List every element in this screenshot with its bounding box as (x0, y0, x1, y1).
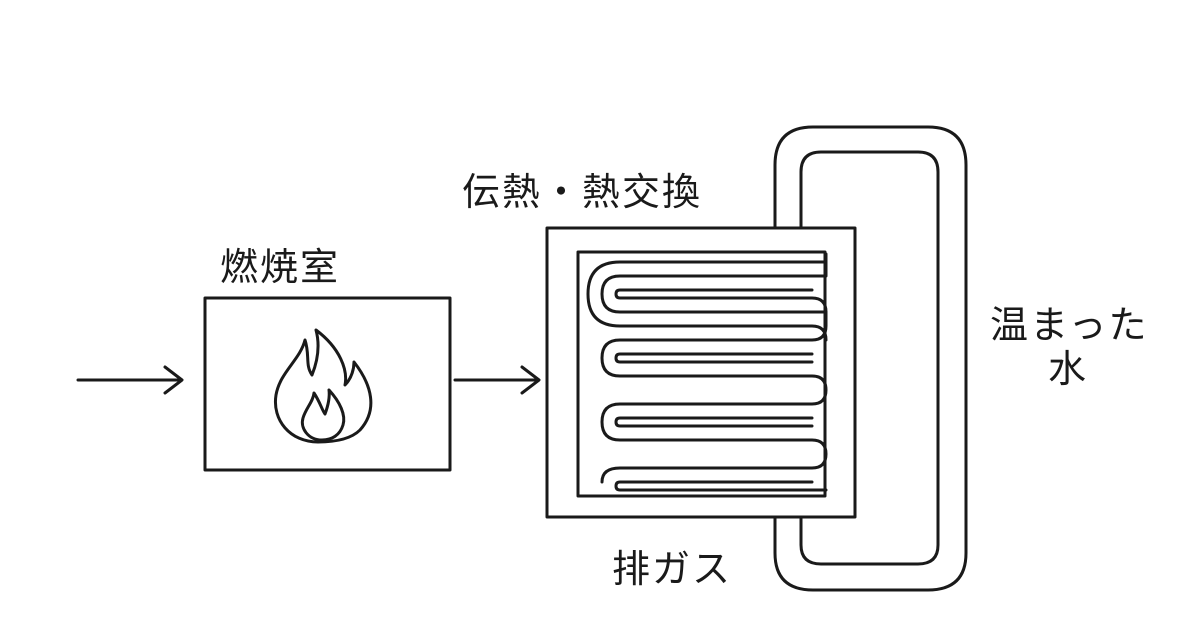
flame-icon (273, 328, 373, 444)
heat-exchanger-coil (586, 252, 828, 492)
combustion-chamber-box (203, 296, 452, 472)
combustion-chamber-label: 燃焼室 (220, 245, 340, 289)
warm-water-label-line1: 温まった (990, 303, 1148, 347)
heat-exchange-label: 伝熱・熱交換 (462, 170, 702, 214)
input-arrow (76, 365, 184, 395)
warm-water-label-line2: 水 (1048, 347, 1088, 391)
flow-arrow (453, 365, 541, 395)
water-pipe-loop (773, 125, 968, 592)
warm-water-label: 温まった 水 (990, 303, 1163, 391)
exhaust-gas-label: 排ガス (612, 547, 732, 591)
heat-exchanger-inner-box (576, 250, 827, 498)
